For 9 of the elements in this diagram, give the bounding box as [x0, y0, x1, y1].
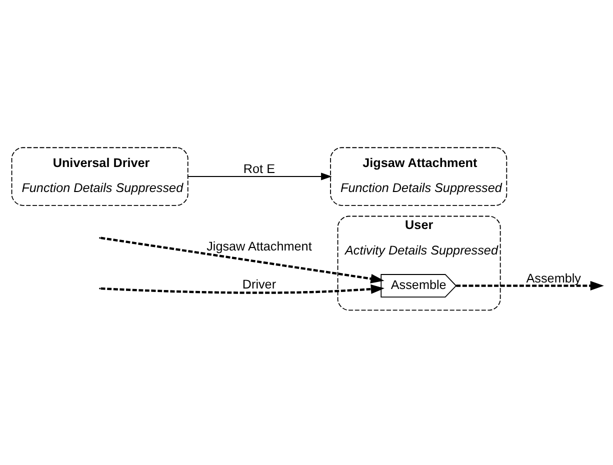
arrow [100, 236, 384, 284]
arrow [188, 172, 332, 180]
arrow [100, 284, 384, 294]
node-box: Universal Driver Function Details Suppressed [11, 147, 188, 206]
edge-label: Jigsaw Attachment [206, 240, 312, 254]
node-box: Jigsaw Attachment Function Details Suppressed [330, 147, 508, 206]
edge-label: Assembly [526, 271, 581, 286]
edge-label: Rot E [243, 162, 276, 176]
edge-label: Driver [242, 278, 276, 292]
